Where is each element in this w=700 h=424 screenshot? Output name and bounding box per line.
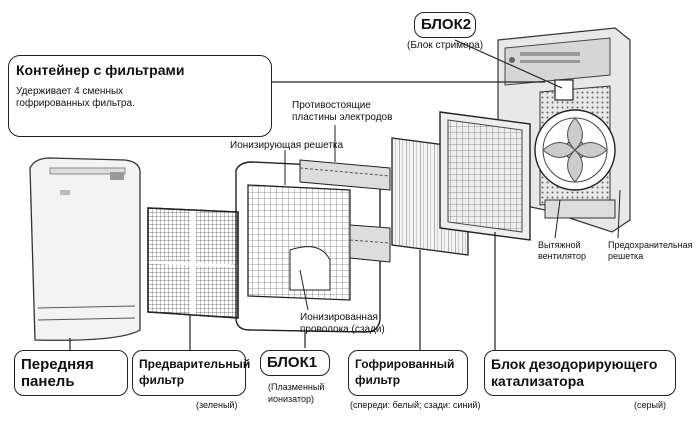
- front-panel-line1: Передняя: [21, 356, 94, 373]
- block2-label-box: БЛОК2: [414, 12, 476, 38]
- container-desc-line1: Удерживает 4 сменных: [16, 86, 124, 97]
- electrodes-label-line2: пластины электродов: [292, 112, 393, 123]
- guard-label-line2: решетка: [608, 251, 644, 261]
- block1-title: БЛОК1: [267, 354, 318, 371]
- block1-note-line1: (Плазменный: [268, 382, 325, 392]
- ionized-wire-label-line1: Ионизированная: [300, 312, 378, 323]
- pre-filter-drawing: [147, 207, 239, 319]
- front-panel-drawing: [29, 157, 141, 341]
- ionizing-grid-label: Ионизирующая решетка: [230, 140, 344, 151]
- fan-label-line2: вентилятор: [538, 251, 586, 261]
- front-panel-line2: панель: [21, 373, 75, 390]
- catalyst-line1: Блок дезодорирующего: [491, 356, 658, 372]
- catalyst-unit-drawing: [439, 111, 531, 241]
- electrode-plates-drawing: [299, 159, 391, 263]
- pleated-line2: фильтр: [355, 373, 401, 387]
- filter-container-box: Контейнер с фильтрами Удерживает 4 сменн…: [8, 55, 272, 137]
- prefilter-line1: Предварительный: [139, 357, 251, 371]
- pleated-line1: Гофрированный: [355, 357, 455, 371]
- prefilter-label-box: Предварительный фильтр: [132, 350, 250, 396]
- guard-label-line1: Предохранительная: [608, 240, 693, 250]
- block2-subtitle: (Блок стримера): [407, 40, 484, 51]
- ionizing-grid-drawing: [247, 184, 351, 301]
- front-panel-label-box: Передняя панель: [14, 350, 128, 396]
- container-title: Контейнер с фильтрами: [16, 62, 185, 78]
- block1-note-line2: ионизатор): [268, 394, 314, 404]
- fan-label-line1: Вытяжной: [538, 240, 581, 250]
- pleated-note: (спереди: белый; сзади: синий): [350, 400, 481, 410]
- container-desc-line2: гофрированных фильтра.: [16, 98, 135, 109]
- ionized-wire-label-line2: проволока (сзади): [300, 324, 385, 335]
- prefilter-line2: фильтр: [139, 373, 185, 387]
- block1-outline: [235, 161, 381, 333]
- prefilter-note: (зеленый): [196, 400, 238, 410]
- catalyst-line2: катализатора: [491, 373, 585, 389]
- pleated-filter-label-box: Гофрированный фильтр: [348, 350, 468, 396]
- electrodes-label-line1: Противостоящие: [292, 100, 371, 111]
- catalyst-note: (серый): [634, 400, 667, 410]
- block2-title: БЛОК2: [421, 16, 472, 33]
- block1-label-box: БЛОК1: [260, 350, 330, 376]
- main-unit-drawing: [497, 27, 631, 233]
- catalyst-label-box: Блок дезодорирующего катализатора: [484, 350, 676, 396]
